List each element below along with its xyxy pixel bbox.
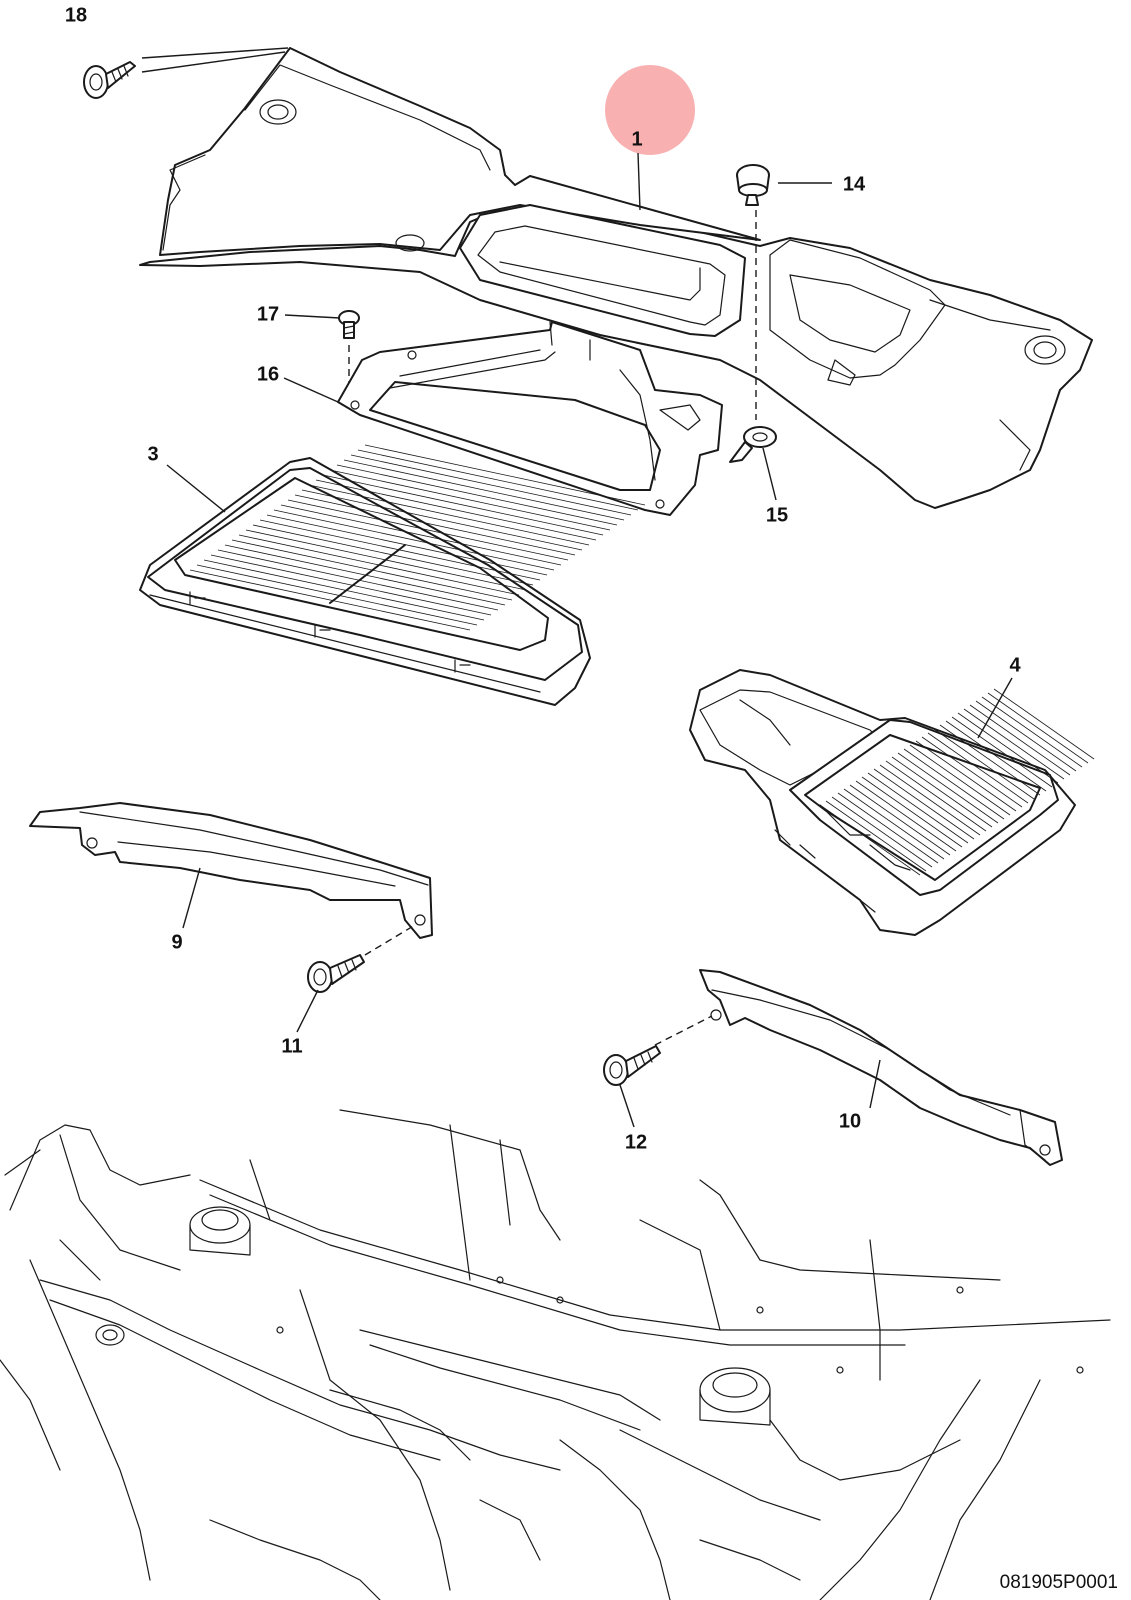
filter-pleat-line <box>861 776 963 848</box>
filter-pleat-line <box>939 724 1041 796</box>
filter-pleat-line <box>927 732 1029 804</box>
part-17-screw[interactable] <box>338 310 360 339</box>
filter-pleat-line <box>855 780 957 852</box>
filter-pleat-line <box>322 474 604 536</box>
callout-11[interactable]: 11 <box>281 1035 302 1057</box>
callout-18[interactable]: 18 <box>65 4 87 26</box>
filter-pleat-line <box>196 564 478 626</box>
filter-pleat-line <box>945 720 1047 792</box>
part-9-cover[interactable] <box>29 802 433 939</box>
drawing-code: 081905P0001 <box>1000 1572 1118 1593</box>
filter-pleat-line <box>210 554 492 616</box>
filter-pleat-line <box>825 800 927 872</box>
filter-pleat-line <box>915 740 1017 812</box>
filter-pleat-line <box>273 509 555 571</box>
filter-pleat-line <box>280 504 562 566</box>
part-15-grommet[interactable] <box>729 426 777 463</box>
filter-pleat-line <box>987 692 1089 764</box>
leader-lines <box>166 152 1013 1128</box>
filter-pleat-line <box>993 688 1095 760</box>
part-1-plenum-panel[interactable] <box>139 47 1093 509</box>
filter-pleat-line <box>364 444 646 506</box>
filter-pleat-line <box>308 484 590 546</box>
filter-pleat-line <box>336 464 618 526</box>
part-18-screw[interactable] <box>83 61 136 99</box>
filter-pleat-line <box>189 569 471 631</box>
filter-pleat-line <box>921 736 1023 808</box>
filter-pleat-line <box>203 559 485 621</box>
filter-pleat-line <box>294 494 576 556</box>
callout-1[interactable]: 1 <box>631 128 642 150</box>
filter-pleat-line <box>951 716 1053 788</box>
part-4-filter-assembly[interactable] <box>689 669 1095 936</box>
part-3-filter-assembly[interactable] <box>139 444 646 706</box>
filter-pleat-line <box>981 696 1083 768</box>
filter-pleat-line <box>843 788 945 860</box>
filter-pleat-line <box>837 792 939 864</box>
part-11-screw[interactable] <box>307 954 365 993</box>
filter-pleat-line <box>287 499 569 561</box>
filter-pleat-line <box>329 469 611 531</box>
filter-pleat-line <box>963 708 1065 780</box>
filter-pleat-line <box>266 514 548 576</box>
filter-pleat-line <box>903 748 1005 820</box>
filter-pleat-line <box>933 728 1035 800</box>
part-14-clip[interactable] <box>736 164 770 206</box>
filter-pleat-line <box>873 768 975 840</box>
callout-15[interactable]: 15 <box>766 504 788 526</box>
filter-pleat-line <box>819 804 921 876</box>
filter-pleat-line <box>831 796 933 868</box>
part-12-screw[interactable] <box>603 1045 661 1086</box>
filter-pleat-line <box>891 756 993 828</box>
filter-pleat-line <box>957 712 1059 784</box>
callout-10[interactable]: 10 <box>839 1110 861 1132</box>
filter-pleat-line <box>217 549 499 611</box>
selected-part-highlight[interactable] <box>605 65 695 155</box>
callout-14[interactable]: 14 <box>843 173 866 195</box>
filter-pleat-line <box>867 772 969 844</box>
callout-16[interactable]: 16 <box>257 363 279 385</box>
filter-pleat-line <box>357 449 639 511</box>
filter-pleat-line <box>909 744 1011 816</box>
part-16-bracket[interactable] <box>337 321 723 516</box>
callout-3[interactable]: 3 <box>147 443 158 465</box>
part-10-cover[interactable] <box>699 969 1063 1166</box>
filter-pleat-line <box>343 459 625 521</box>
callout-4[interactable]: 4 <box>1009 654 1021 676</box>
filter-pleat-line <box>969 704 1071 776</box>
vehicle-body-reference <box>0 1109 1111 1600</box>
filter-pleat-line <box>879 764 981 836</box>
filter-pleat-line <box>885 760 987 832</box>
callout-17[interactable]: 17 <box>257 303 279 325</box>
filter-pleat-line <box>301 489 583 551</box>
callout-12[interactable]: 12 <box>625 1131 647 1153</box>
filter-pleat-line <box>849 784 951 856</box>
callout-9[interactable]: 9 <box>171 931 182 953</box>
filter-pleat-line <box>350 454 632 516</box>
filter-pleat-line <box>315 479 597 541</box>
filter-pleat-line <box>897 752 999 824</box>
